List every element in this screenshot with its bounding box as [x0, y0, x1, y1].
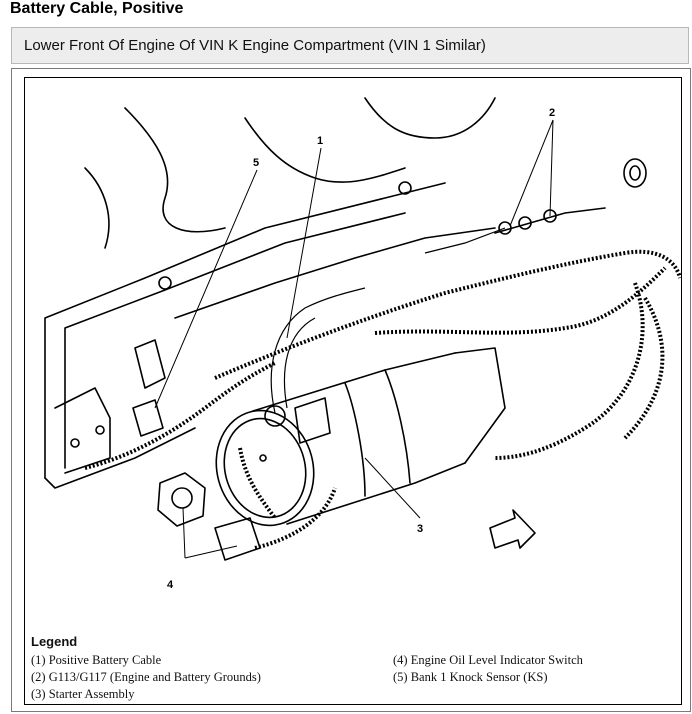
harness-left [84, 361, 276, 470]
bolt-upper [158, 276, 172, 290]
callout-2: 2 [549, 107, 555, 119]
harness-tail [623, 296, 665, 440]
starter-band-1 [344, 382, 366, 497]
leader-4b [184, 545, 238, 559]
engine-line-drawing: 1 2 3 4 5 [44, 97, 681, 591]
bolt-left-1 [70, 438, 80, 448]
leader-4a [182, 507, 186, 559]
solenoid-terminal [264, 405, 286, 427]
legend-item: (3) Starter Assembly [31, 687, 135, 701]
bracket-left [54, 387, 111, 474]
engine-block-outline [44, 182, 446, 479]
grommet-inner [629, 165, 641, 181]
mount-pillar [134, 339, 166, 389]
head-edge [174, 227, 496, 319]
front-direction-arrow [489, 509, 536, 549]
starter-band-2 [384, 369, 411, 484]
harness-drop [494, 282, 645, 460]
knock-sensor [132, 399, 164, 437]
grommet [623, 158, 647, 188]
figure-caption-box: Lower Front Of Engine Of VIN K Engine Co… [11, 27, 689, 64]
ground-cable [424, 227, 506, 254]
harness-starter [238, 447, 277, 520]
starter-end-cap [215, 409, 315, 527]
oil-pan-rail [44, 427, 196, 489]
oil-switch-connector [214, 517, 261, 561]
legend-item: (5) Bank 1 Knock Sensor (KS) [393, 670, 548, 684]
solenoid [294, 397, 331, 444]
callout-5: 5 [253, 157, 259, 169]
positive-battery-cable [270, 287, 366, 414]
block-contour-3 [364, 97, 496, 139]
page-title: Battery Cable, Positive [10, 0, 184, 17]
starter-body-top [252, 352, 456, 412]
harness-oil-switch [254, 487, 337, 550]
figure-frame: 1 2 3 4 5 Legend (1) Positive Battery Ca… [11, 68, 691, 712]
leader-5 [154, 169, 258, 409]
harness-lower [374, 266, 667, 335]
ground-strap [494, 207, 606, 234]
callout-4: 4 [167, 579, 174, 591]
positive-cable-2 [283, 317, 316, 409]
starter-end-cap-inner [223, 417, 307, 519]
legend: Legend (1) Positive Battery Cable (2) G1… [31, 634, 671, 701]
harness-main [214, 249, 681, 380]
block-contour-2 [244, 117, 406, 183]
leader-1 [286, 147, 322, 339]
bolt-upper-2 [398, 181, 412, 195]
leader-2b [549, 119, 554, 217]
starter-body-bottom [286, 462, 466, 525]
starter-stud [259, 454, 267, 462]
block-contour-4 [84, 167, 110, 249]
legend-title: Legend [31, 634, 78, 649]
block-contour-1 [124, 107, 226, 233]
callout-1: 1 [317, 135, 323, 147]
oil-switch-hex [157, 472, 206, 527]
leader-2a [509, 119, 554, 227]
diagram-panel: 1 2 3 4 5 Legend (1) Positive Battery Ca… [24, 77, 682, 705]
legend-item: (4) Engine Oil Level Indicator Switch [393, 653, 583, 667]
starter-nose [454, 347, 506, 464]
leader-3 [364, 457, 421, 519]
legend-item: (2) G113/G117 (Engine and Battery Ground… [31, 670, 261, 684]
legend-column-right: (4) Engine Oil Level Indicator Switch (5… [393, 652, 583, 686]
legend-column-left: (1) Positive Battery Cable (2) G113/G117… [31, 652, 261, 703]
figure-caption: Lower Front Of Engine Of VIN K Engine Co… [24, 37, 486, 54]
callout-3: 3 [417, 523, 423, 535]
engine-block-edge [64, 212, 406, 469]
bolt-left-2 [95, 425, 105, 435]
oil-switch-center [171, 487, 193, 509]
legend-item: (1) Positive Battery Cable [31, 653, 162, 667]
